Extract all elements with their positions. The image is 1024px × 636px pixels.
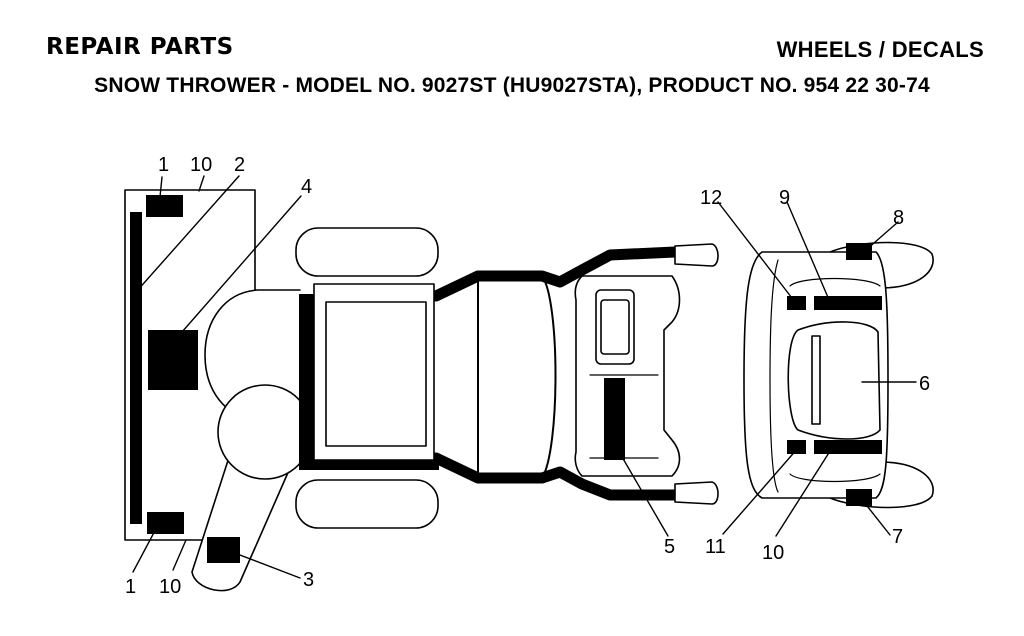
decal-3 <box>207 537 240 563</box>
discharge-chute <box>191 384 313 592</box>
decal-11 <box>787 440 806 454</box>
callout-2: 2 <box>234 154 245 176</box>
decal-10-right <box>814 440 882 454</box>
tracks <box>295 227 439 529</box>
callout-10-bottom: 10 <box>159 576 181 598</box>
callout-8: 8 <box>893 207 904 229</box>
control-panel <box>574 275 681 477</box>
callout-4: 4 <box>301 176 312 198</box>
callout-9: 9 <box>779 187 790 209</box>
decal-12 <box>787 296 806 310</box>
leader-lines <box>132 175 917 579</box>
decal-4 <box>148 330 198 390</box>
decal-8 <box>846 243 872 260</box>
callout-7: 7 <box>892 526 903 548</box>
decal-1-bottom <box>147 512 184 534</box>
model-subtitle: SNOW THROWER - MODEL NO. 9027ST (HU9027S… <box>94 74 930 97</box>
callout-1-bottom: 1 <box>125 576 136 598</box>
track-bottom <box>295 479 439 529</box>
callout-3: 3 <box>303 569 314 591</box>
decal-1-top <box>146 195 183 217</box>
page-topic: WHEELS / DECALS <box>776 37 984 62</box>
track-top <box>295 227 439 277</box>
callout-11: 11 <box>705 536 726 558</box>
rear-assembly <box>743 241 934 509</box>
decal-7 <box>846 489 872 506</box>
callout-labels: 1 10 2 4 1 10 3 5 12 9 8 6 7 11 10 <box>125 154 930 598</box>
callout-12: 12 <box>700 187 722 209</box>
callout-6: 6 <box>919 373 930 395</box>
decal-9 <box>814 296 882 310</box>
callout-5: 5 <box>664 536 675 558</box>
callout-10-top: 10 <box>190 154 212 176</box>
callout-1-top: 1 <box>158 154 169 176</box>
section-title: REPAIR PARTS <box>46 34 234 60</box>
housing-stripe-decal <box>130 212 142 524</box>
callout-10-right: 10 <box>762 542 784 564</box>
decal-5 <box>604 378 625 460</box>
engine <box>313 283 435 461</box>
